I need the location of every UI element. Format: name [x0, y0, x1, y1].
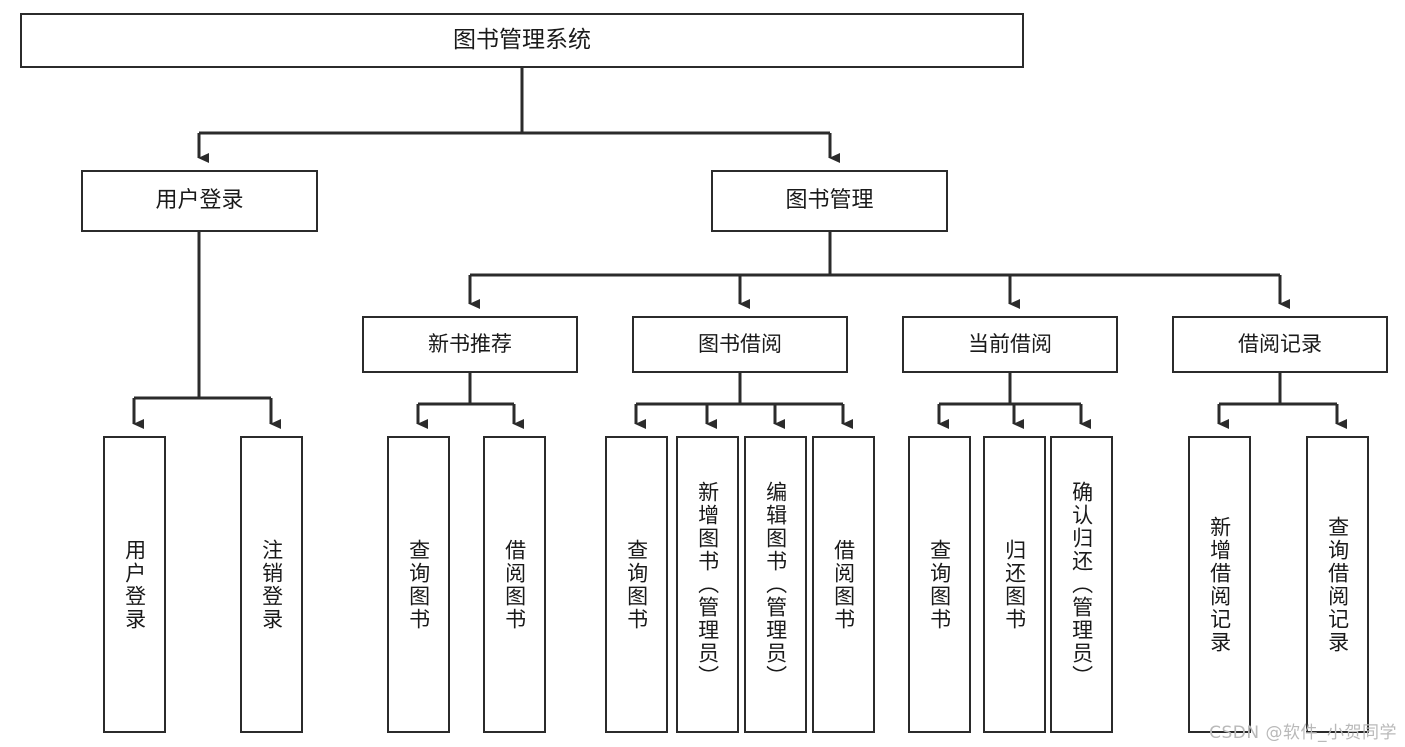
- leaf-node-label: 新增图书（管理员）: [695, 481, 720, 688]
- node-book-management-label: 图书管理: [785, 187, 874, 213]
- leaf-node[interactable]: 新增图书（管理员）: [676, 436, 739, 733]
- leaf-node[interactable]: 确认归还（管理员）: [1050, 436, 1113, 733]
- node-book-borrow[interactable]: 图书借阅: [632, 316, 848, 373]
- node-root[interactable]: 图书管理系统: [20, 13, 1024, 68]
- leaf-node[interactable]: 查询借阅记录: [1306, 436, 1369, 733]
- leaf-node-label: 归还图书: [1002, 538, 1027, 631]
- leaf-node-label: 查询借阅记录: [1325, 515, 1350, 654]
- node-user-login-label: 用户登录: [155, 187, 244, 213]
- leaf-node-label: 确认归还（管理员）: [1069, 481, 1094, 688]
- leaf-node[interactable]: 查询图书: [387, 436, 450, 733]
- leaf-node-label: 查询图书: [927, 538, 952, 631]
- leaf-node-label: 查询图书: [406, 538, 431, 631]
- leaf-node[interactable]: 注销登录: [240, 436, 303, 733]
- leaf-node[interactable]: 编辑图书（管理员）: [744, 436, 807, 733]
- node-user-login[interactable]: 用户登录: [81, 170, 318, 232]
- node-current-borrow-label: 当前借阅: [968, 331, 1052, 356]
- node-borrow-record[interactable]: 借阅记录: [1172, 316, 1388, 373]
- node-new-book-recommend-label: 新书推荐: [428, 331, 512, 356]
- leaf-node[interactable]: 用户登录: [103, 436, 166, 733]
- leaf-node[interactable]: 查询图书: [908, 436, 971, 733]
- node-root-label: 图书管理系统: [453, 26, 591, 53]
- leaf-node[interactable]: 借阅图书: [483, 436, 546, 733]
- leaf-node[interactable]: 查询图书: [605, 436, 668, 733]
- leaf-node-label: 借阅图书: [502, 538, 527, 631]
- leaf-node-label: 用户登录: [122, 538, 147, 631]
- leaf-node[interactable]: 借阅图书: [812, 436, 875, 733]
- leaf-node-label: 编辑图书（管理员）: [763, 481, 788, 688]
- node-new-book-recommend[interactable]: 新书推荐: [362, 316, 578, 373]
- leaf-node-label: 查询图书: [624, 538, 649, 631]
- node-current-borrow[interactable]: 当前借阅: [902, 316, 1118, 373]
- leaf-node[interactable]: 新增借阅记录: [1188, 436, 1251, 733]
- node-book-management[interactable]: 图书管理: [711, 170, 948, 232]
- node-book-borrow-label: 图书借阅: [698, 331, 782, 356]
- leaf-node-label: 新增借阅记录: [1207, 515, 1232, 654]
- leaf-node-label: 借阅图书: [831, 538, 856, 631]
- node-borrow-record-label: 借阅记录: [1238, 331, 1322, 356]
- leaf-node-label: 注销登录: [259, 538, 284, 631]
- leaf-node[interactable]: 归还图书: [983, 436, 1046, 733]
